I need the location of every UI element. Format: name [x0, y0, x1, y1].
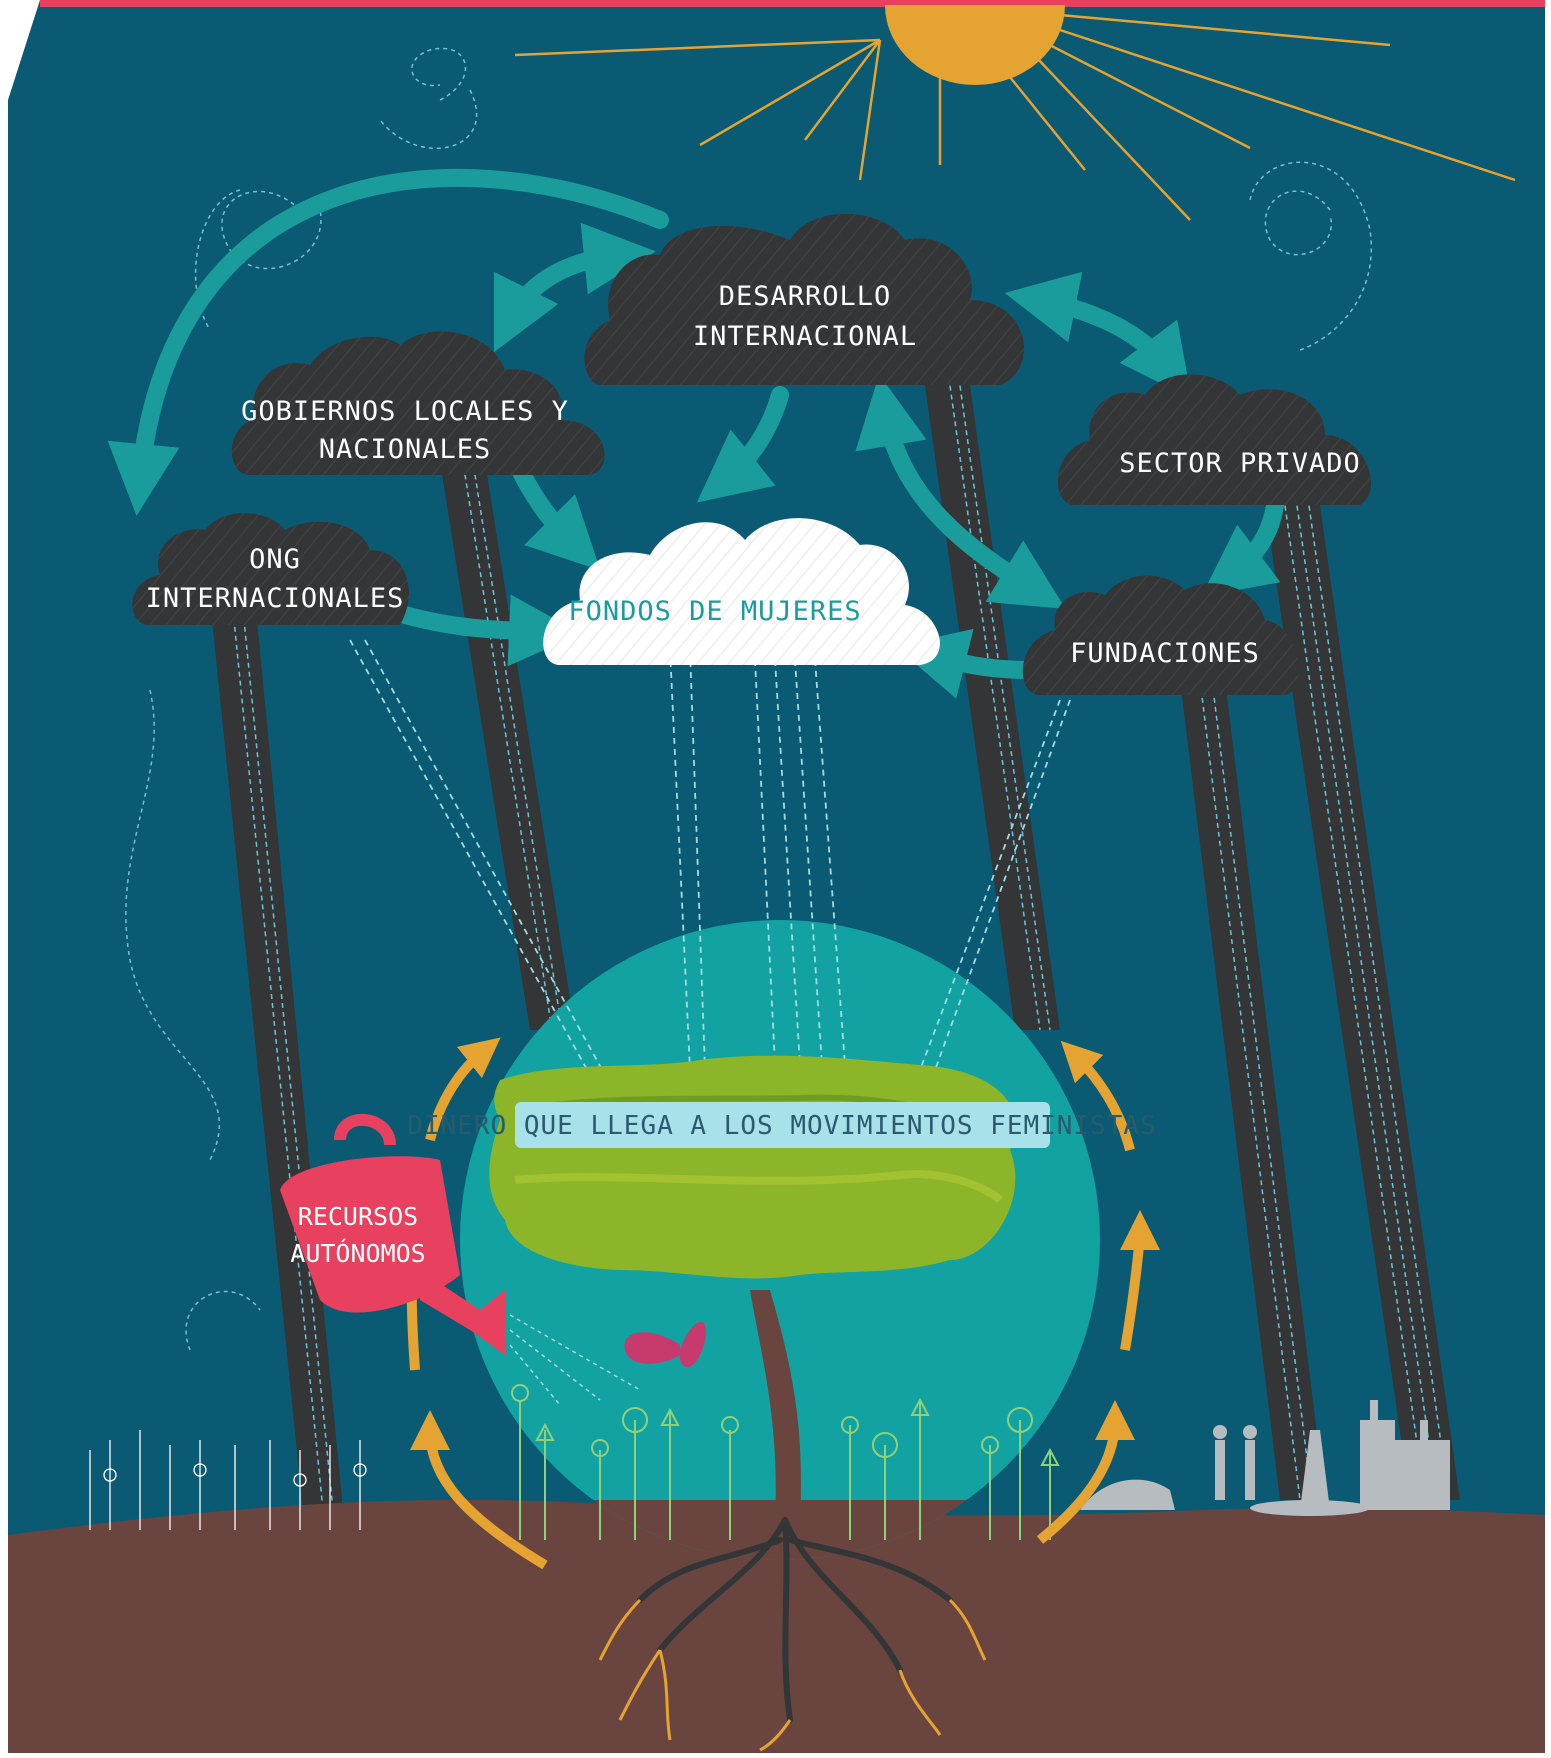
- rain-to-movements: [349, 639, 1071, 1076]
- cloud-label-gobiernos-1: GOBIERNOS LOCALES Y: [241, 396, 569, 427]
- watering-can-icon: RECURSOS AUTÓNOMOS: [280, 1113, 641, 1406]
- cloud-fondos-de-mujeres: FONDOS DE MUJERES: [543, 518, 940, 665]
- cycle-arrows: [396, 1037, 1160, 1570]
- windmill-sketches: [89, 1430, 367, 1530]
- cloud-ong-internacionales: ONG INTERNACIONALES: [132, 513, 409, 625]
- movements-banner: DINERO QUE LLEGA A LOS MOVIMIENTOS FEMIN…: [407, 1102, 1156, 1148]
- industry-silhouettes: [1080, 1400, 1450, 1516]
- cloud-label-desarrollo-2: INTERNACIONAL: [693, 321, 917, 352]
- cloud-sector-privado: SECTOR PRIVADO: [1057, 374, 1372, 505]
- can-label-1: RECURSOS: [298, 1202, 418, 1231]
- butterfly-icon: [624, 1321, 706, 1368]
- cloud-label-gobiernos-2: NACIONALES: [319, 434, 492, 465]
- top-accent-bar: [40, 0, 1545, 7]
- ground: [8, 1499, 1545, 1753]
- cloud-label-sector-privado: SECTOR PRIVADO: [1119, 448, 1361, 479]
- cloud-label-fondos: FONDOS DE MUJERES: [568, 596, 861, 627]
- cloud-label-fundaciones: FUNDACIONES: [1070, 638, 1260, 669]
- sun-icon: [514, 5, 1516, 221]
- cloud-label-ong-1: ONG: [249, 544, 301, 575]
- cloud-label-ong-2: INTERNACIONALES: [146, 583, 405, 614]
- cloud-label-desarrollo-1: DESARROLLO: [719, 281, 892, 312]
- funding-flow-arrows: [107, 168, 1284, 699]
- cloud-desarrollo-internacional: DESARROLLO INTERNACIONAL: [584, 213, 1024, 385]
- cloud-gobiernos: GOBIERNOS LOCALES Y NACIONALES: [231, 331, 605, 475]
- plants: [511, 1384, 1060, 1540]
- can-label-2: AUTÓNOMOS: [290, 1238, 425, 1268]
- banner-label: DINERO QUE LLEGA A LOS MOVIMIENTOS FEMIN…: [407, 1111, 1156, 1141]
- cloud-fundaciones: FUNDACIONES: [1022, 575, 1299, 695]
